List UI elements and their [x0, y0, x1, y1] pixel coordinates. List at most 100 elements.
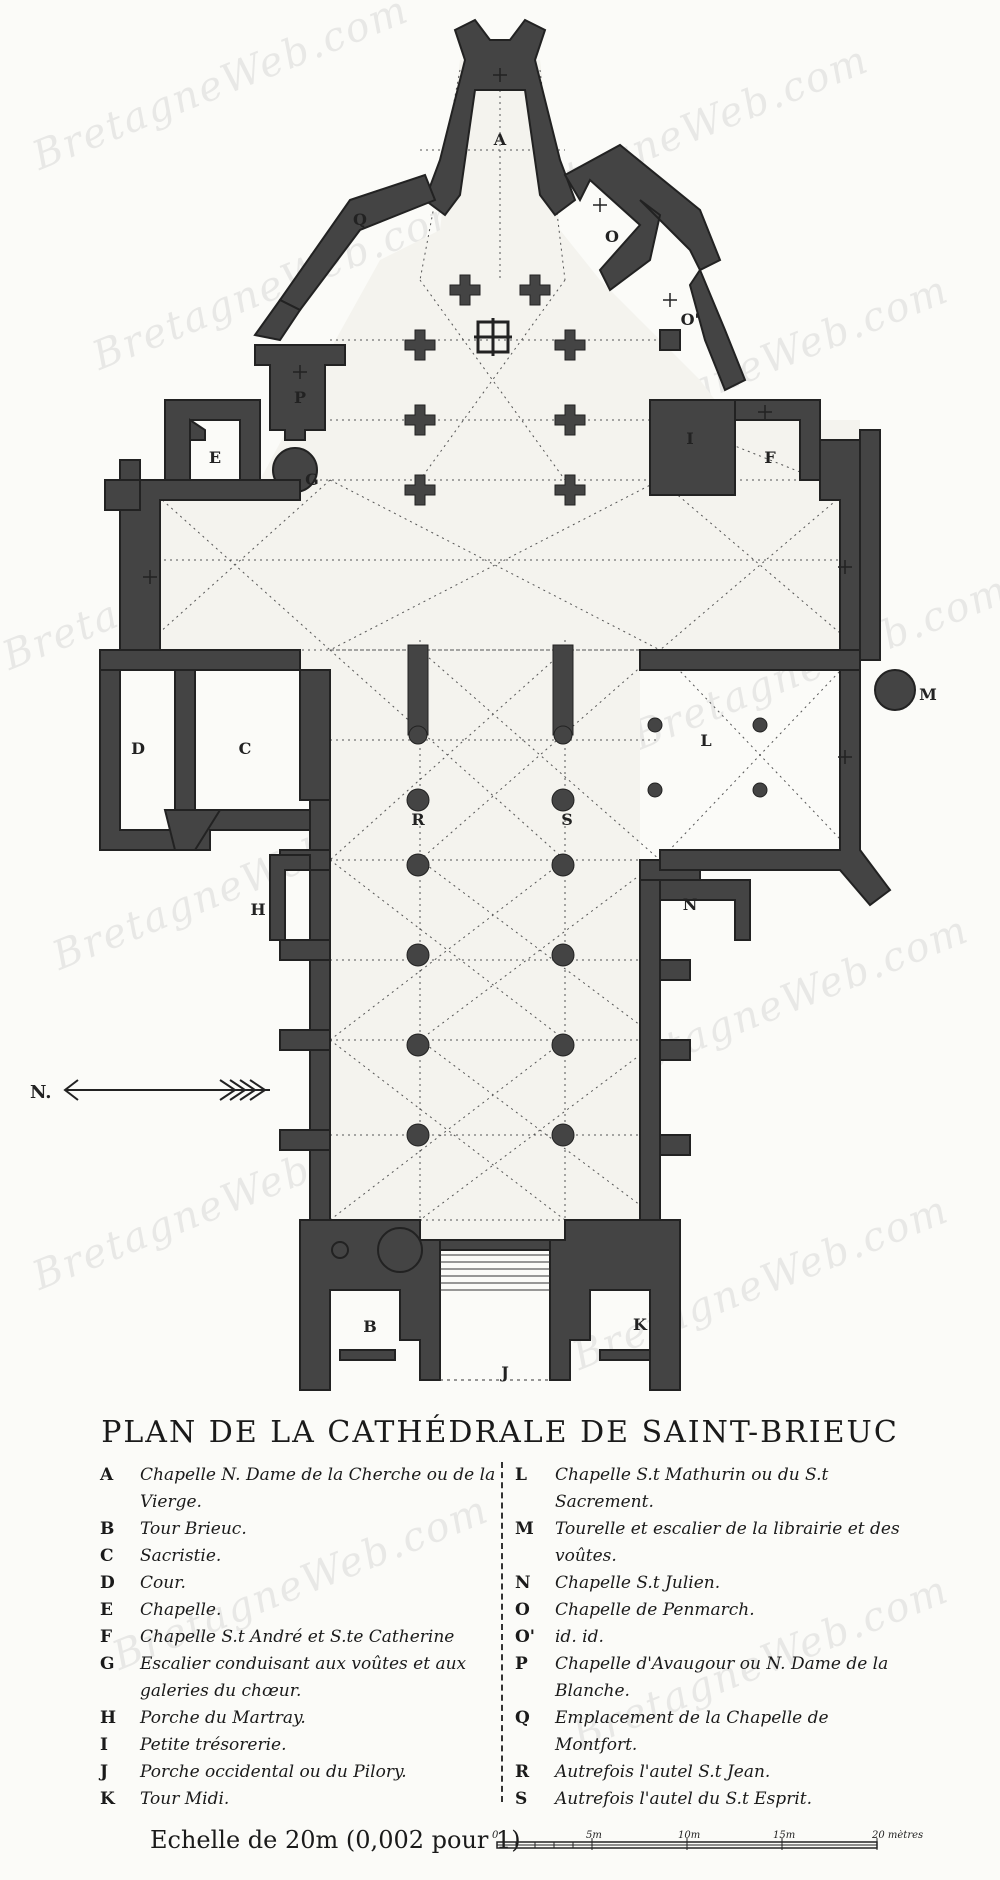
plan-label-p: P — [294, 388, 306, 407]
legend-text: Sacristie. — [140, 1546, 222, 1566]
legend-text: Tour Brieuc. — [140, 1519, 247, 1539]
legend-key: O' — [515, 1627, 536, 1647]
scale-label: Echelle de 20m (0,002 pour 1) — [150, 1826, 521, 1854]
scale-tick-5m: 5m — [586, 1830, 602, 1841]
legend-key: H — [100, 1708, 117, 1728]
compass-label: N. — [30, 1082, 52, 1103]
legend-item: R Autrefois l'autel S.t Jean. — [515, 1759, 915, 1786]
legend-text: Chapelle S.t Mathurin ou du S.t Sacremen… — [555, 1465, 829, 1512]
legend-key: O — [515, 1600, 530, 1620]
plan-label-k: K — [633, 1315, 648, 1334]
legend-text: Cour. — [140, 1573, 186, 1593]
legend-key: Q — [515, 1708, 530, 1728]
plan-label-f: F — [764, 448, 776, 467]
compass-arrow-icon — [63, 1079, 270, 1101]
legend-item: A Chapelle N. Dame de la Cherche ou de la… — [100, 1462, 500, 1516]
legend-text: Chapelle. — [140, 1600, 222, 1620]
legend-item: G Escalier conduisant aux voûtes et aux g… — [100, 1651, 500, 1705]
piers — [404, 274, 768, 1147]
legend-key: M — [515, 1519, 534, 1539]
legend-item: L Chapelle S.t Mathurin ou du S.t Sacreme… — [515, 1462, 915, 1516]
legend-text: Chapelle S.t Julien. — [555, 1573, 721, 1593]
legend-divider — [501, 1462, 503, 1802]
legend-key: L — [515, 1465, 527, 1485]
plan-label-r: R — [411, 810, 425, 829]
scale-tick-15m: 15m — [773, 1830, 795, 1841]
legend-key: D — [100, 1573, 115, 1593]
scale-tick-20m: 20 mètres — [871, 1830, 923, 1841]
legend-item: F Chapelle S.t André et S.te Catherine — [100, 1624, 500, 1651]
scale-bar: 0 5m 10m 15m 20 mètres — [492, 1830, 923, 1850]
legend-text: Chapelle d'Avaugour ou N. Dame de la Bla… — [555, 1654, 889, 1701]
legend-left: A Chapelle N. Dame de la Cherche ou de la… — [100, 1462, 500, 1813]
legend-text: Emplacement de la Chapelle de Montfort. — [555, 1708, 829, 1755]
legend-text: Escalier conduisant aux voûtes et aux ga… — [140, 1654, 467, 1701]
legend-text: Chapelle de Penmarch. — [555, 1600, 755, 1620]
altar-cross-icon — [474, 318, 512, 356]
legend-key: K — [100, 1789, 115, 1809]
cathedral-floor-plan: N. A O O' Q P E G I F M L D C R S H N B … — [30, 18, 937, 1391]
plan-label-j: J — [499, 1363, 509, 1382]
legend-key: N — [515, 1573, 531, 1593]
legend-text: Porche occidental ou du Pilory. — [140, 1762, 407, 1782]
legend-item: I Petite trésorerie. — [100, 1732, 500, 1759]
legend-right: L Chapelle S.t Mathurin ou du S.t Sacreme… — [515, 1462, 915, 1813]
cross-marks — [143, 68, 852, 764]
legend-key: E — [100, 1600, 113, 1620]
legend-text: Autrefois l'autel S.t Jean. — [555, 1762, 771, 1782]
plan-label-i: I — [686, 429, 693, 448]
plan-label-e: E — [209, 448, 221, 467]
plan-label-q: Q — [353, 210, 367, 229]
plan-label-c: C — [239, 739, 252, 758]
plan-label-g: G — [305, 470, 319, 489]
legend-key: B — [100, 1519, 115, 1539]
legend-text: Autrefois l'autel du S.t Esprit. — [555, 1789, 812, 1809]
porch-steps — [440, 1254, 550, 1381]
legend-item: C Sacristie. — [100, 1543, 500, 1570]
walls — [99, 18, 916, 1391]
legend-item: H Porche du Martray. — [100, 1705, 500, 1732]
plan-label-a: A — [493, 130, 507, 149]
plan-label-b: B — [363, 1317, 377, 1336]
legend-item: J Porche occidental ou du Pilory. — [100, 1759, 500, 1786]
legend-key: I — [100, 1735, 108, 1755]
legend-text: id. id. — [555, 1627, 604, 1647]
legend-item: D Cour. — [100, 1570, 500, 1597]
plan-label-s: S — [561, 810, 573, 829]
plan-label-l: L — [700, 731, 711, 750]
plan-label-m: M — [919, 685, 937, 704]
legend-key: A — [100, 1465, 114, 1485]
legend-text: Tour Midi. — [140, 1789, 230, 1809]
plan-labels: A O O' Q P E G I F M L D C R S H N B K J — [131, 130, 937, 1382]
legend-item: M Tourelle et escalier de la librairie et… — [515, 1516, 915, 1570]
legend-item: S Autrefois l'autel du S.t Esprit. — [515, 1786, 915, 1813]
legend-item: N Chapelle S.t Julien. — [515, 1570, 915, 1597]
legend-key: P — [515, 1654, 528, 1674]
scale-tick-10m: 10m — [678, 1830, 700, 1841]
legend-text: Chapelle N. Dame de la Cherche ou de la … — [140, 1465, 496, 1512]
scale-tick-0: 0 — [492, 1830, 499, 1841]
legend-text: Porche du Martray. — [140, 1708, 306, 1728]
legend-item: O' id. id. — [515, 1624, 915, 1651]
legend-key: S — [515, 1789, 528, 1809]
legend-key: G — [100, 1654, 115, 1674]
plan-label-n: N — [683, 895, 698, 914]
legend-text: Petite trésorerie. — [140, 1735, 287, 1755]
legend-text: Tourelle et escalier de la librairie et … — [555, 1519, 900, 1566]
plan-label-d: D — [131, 739, 145, 758]
legend-item: K Tour Midi. — [100, 1786, 500, 1813]
legend-key: F — [100, 1627, 113, 1647]
legend-item: O Chapelle de Penmarch. — [515, 1597, 915, 1624]
legend-key: R — [515, 1762, 530, 1782]
legend-text: Chapelle S.t André et S.te Catherine — [140, 1627, 455, 1647]
legend-item: E Chapelle. — [100, 1597, 500, 1624]
plan-title: PLAN DE LA CATHÉDRALE DE SAINT-BRIEUC — [101, 1415, 899, 1450]
plan-label-o: O — [605, 227, 619, 246]
plan-label-h: H — [250, 900, 265, 919]
legend-item: Q Emplacement de la Chapelle de Montfort. — [515, 1705, 915, 1759]
plan-label-o2: O' — [681, 310, 700, 329]
legend-item: B Tour Brieuc. — [100, 1516, 500, 1543]
legend-key: J — [100, 1762, 109, 1782]
legend-item: P Chapelle d'Avaugour ou N. Dame de la Bl… — [515, 1651, 915, 1705]
legend-key: C — [100, 1546, 114, 1566]
